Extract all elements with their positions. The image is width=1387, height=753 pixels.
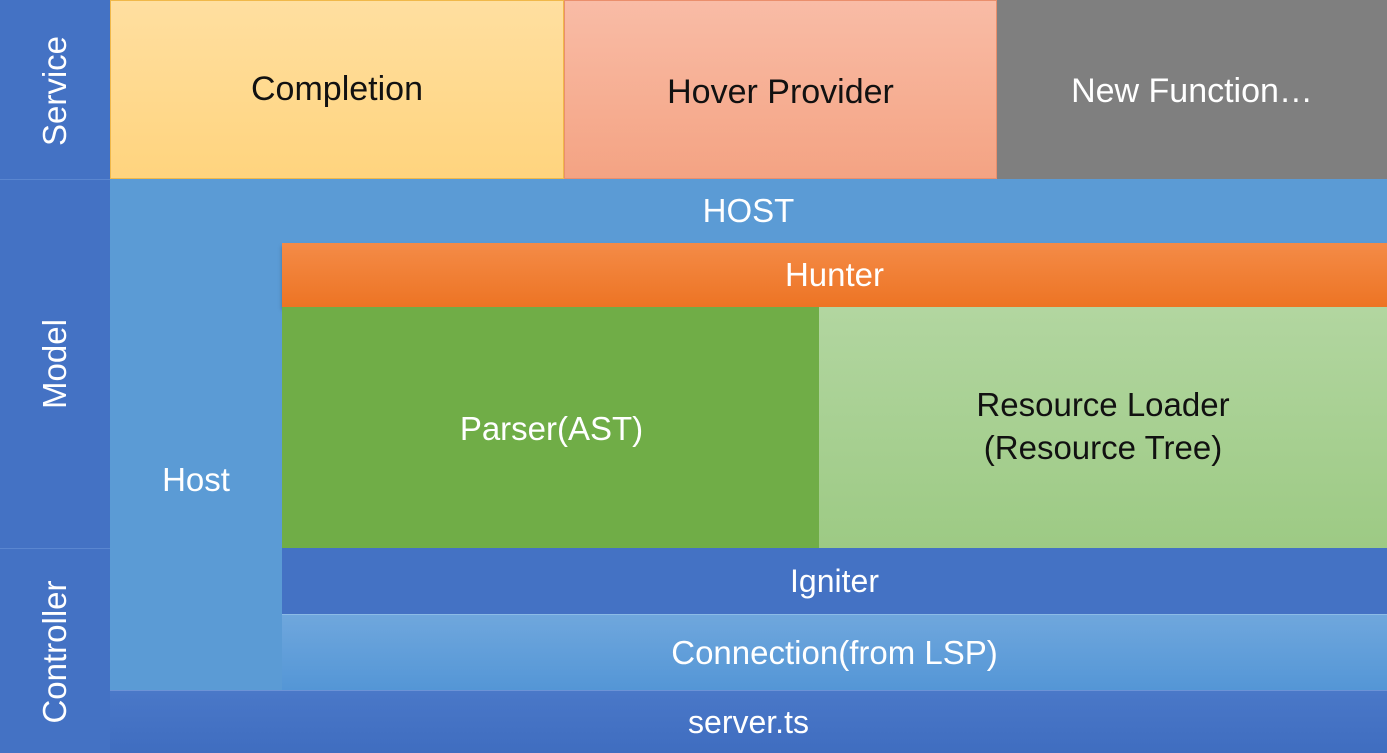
new-function-label: New Function… bbox=[1071, 72, 1313, 110]
completion-label: Completion bbox=[251, 70, 423, 108]
host-side-block: Host bbox=[110, 243, 282, 690]
service-layer-label: Service bbox=[36, 35, 73, 147]
controller-layer-band: Controller bbox=[0, 548, 110, 753]
host-top-label: HOST bbox=[702, 192, 795, 229]
completion-block: Completion bbox=[110, 0, 564, 179]
resource-loader-subtitle: (Resource Tree) bbox=[983, 428, 1223, 466]
parser-ast-block: Parser(AST) bbox=[282, 307, 819, 548]
server-ts-label: server.ts bbox=[688, 703, 809, 740]
model-layer-label: Model bbox=[36, 319, 73, 409]
connection-label: Connection(from LSP) bbox=[671, 633, 998, 671]
host-top-block: HOST bbox=[110, 179, 1387, 243]
hover-provider-block: Hover Provider bbox=[564, 0, 997, 179]
hover-provider-label: Hover Provider bbox=[667, 73, 894, 111]
resource-loader-block: Resource Loader (Resource Tree) bbox=[819, 307, 1387, 548]
parser-ast-label: Parser(AST) bbox=[459, 409, 644, 447]
resource-loader-title: Resource Loader bbox=[976, 385, 1230, 423]
hunter-label: Hunter bbox=[784, 256, 885, 293]
new-function-block: New Function… bbox=[997, 0, 1387, 179]
hunter-block: Hunter bbox=[282, 243, 1387, 307]
server-ts-block: server.ts bbox=[110, 690, 1387, 753]
service-layer-band: Service bbox=[0, 0, 110, 179]
model-layer-band: Model bbox=[0, 179, 110, 549]
connection-block: Connection(from LSP) bbox=[282, 614, 1387, 690]
igniter-block: Igniter bbox=[282, 548, 1387, 614]
igniter-label: Igniter bbox=[790, 562, 879, 599]
controller-layer-label: Controller bbox=[36, 580, 73, 724]
host-side-label: Host bbox=[162, 461, 230, 498]
